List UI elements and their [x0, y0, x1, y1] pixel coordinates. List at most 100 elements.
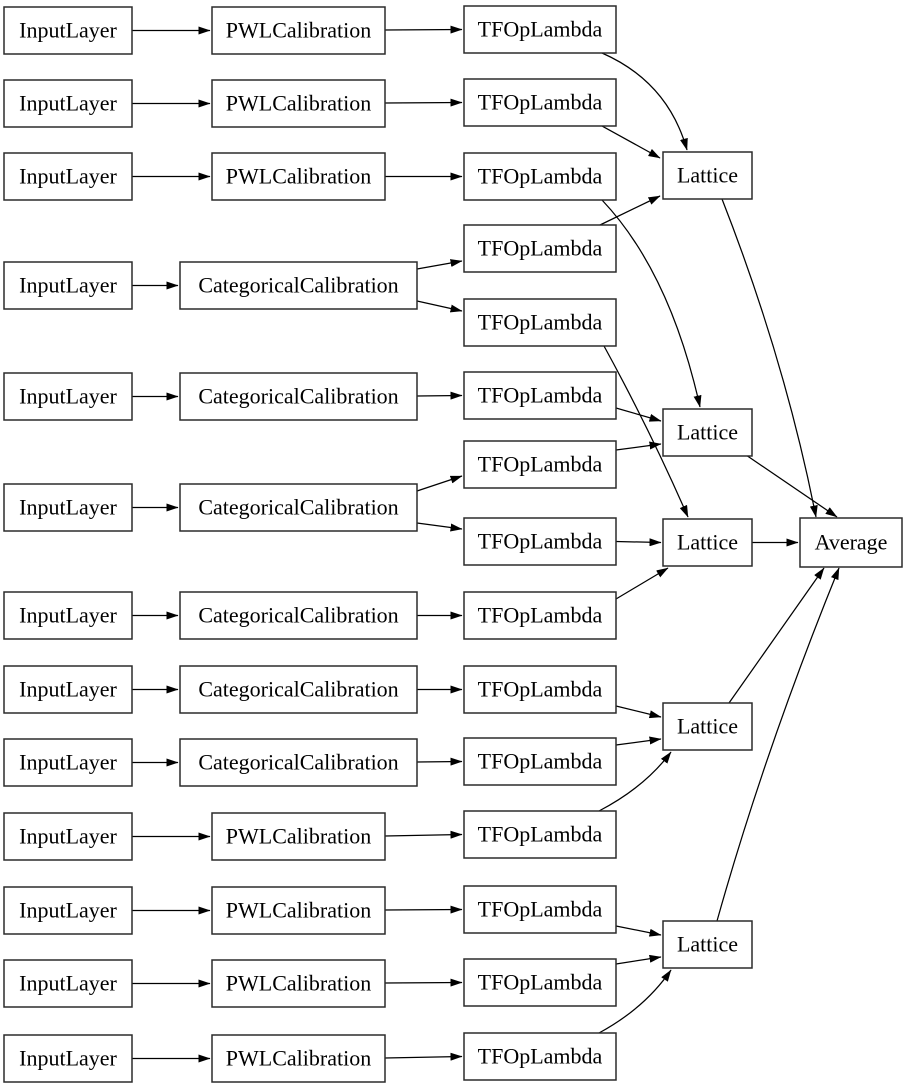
edge-tfop-14-to-lattice-5 — [615, 954, 662, 965]
node-catcal-6: CategoricalCalibration — [179, 738, 418, 787]
node-catcal-5: CategoricalCalibration — [179, 665, 418, 714]
input-8-label: InputLayer — [19, 677, 117, 702]
tfop-14-label: TFOpLambda — [478, 970, 603, 995]
tfop-1-label: TFOpLambda — [478, 17, 603, 42]
node-tfop-4: TFOpLambda — [463, 224, 617, 273]
lattice-2-label: Lattice — [677, 420, 738, 445]
input-4-box — [3, 261, 133, 310]
node-lattice-3: Lattice — [662, 518, 753, 567]
input-8-box — [3, 665, 133, 714]
edge-pwl-2-to-tfop-2 — [384, 98, 463, 107]
lattice-3-label: Lattice — [677, 530, 738, 555]
tfop-12-label: TFOpLambda — [478, 822, 603, 847]
edge-tfop-2-to-lattice-1 — [601, 125, 661, 159]
node-pwl-2: PWLCalibration — [211, 79, 386, 128]
catcal-2-box — [179, 372, 418, 421]
edge-tfop-1-to-lattice-1 — [601, 52, 688, 151]
input-2-label: InputLayer — [19, 91, 117, 116]
input-10-box — [3, 812, 133, 861]
edge-lattice-5-to-average-1 — [716, 567, 840, 922]
edge-tfop-11-to-lattice-4 — [615, 736, 662, 746]
tfop-9-box — [463, 591, 617, 640]
input-3-box — [3, 152, 133, 201]
node-catcal-2: CategoricalCalibration — [179, 372, 418, 421]
edge-lattice-4-to-average-1 — [728, 567, 825, 704]
pwl-1-box — [211, 6, 386, 55]
lattice-4-box — [662, 702, 753, 751]
pwl-5-box — [211, 886, 386, 935]
node-input-11: InputLayer — [3, 886, 133, 935]
node-pwl-6: PWLCalibration — [211, 959, 386, 1008]
tfop-15-box — [463, 1032, 617, 1081]
input-11-box — [3, 886, 133, 935]
edge-tfop-5-to-lattice-3 — [603, 345, 689, 518]
tfop-13-label: TFOpLambda — [478, 897, 603, 922]
catcal-3-label: CategoricalCalibration — [198, 495, 398, 520]
node-tfop-7: TFOpLambda — [463, 440, 617, 489]
catcal-2-label: CategoricalCalibration — [198, 384, 398, 409]
node-input-13: InputLayer — [3, 1034, 133, 1083]
node-pwl-7: PWLCalibration — [211, 1034, 386, 1083]
tfop-5-label: TFOpLambda — [478, 310, 603, 335]
input-7-box — [3, 591, 133, 640]
node-tfop-2: TFOpLambda — [463, 78, 617, 127]
node-catcal-4: CategoricalCalibration — [179, 591, 418, 640]
input-3-label: InputLayer — [19, 164, 117, 189]
catcal-6-label: CategoricalCalibration — [198, 750, 398, 775]
pwl-4-label: PWLCalibration — [226, 824, 371, 849]
catcal-6-box — [179, 738, 418, 787]
pwl-5-label: PWLCalibration — [226, 898, 371, 923]
edge-tfop-9-to-lattice-3 — [615, 567, 669, 600]
catcal-5-box — [179, 665, 418, 714]
tfop-10-label: TFOpLambda — [478, 677, 603, 702]
node-tfop-6: TFOpLambda — [463, 371, 617, 420]
tfop-13-box — [463, 885, 617, 934]
edge-catcal-2-to-tfop-6 — [416, 391, 463, 400]
node-average-1: Average — [799, 517, 903, 568]
lattice-3-box — [662, 518, 753, 567]
node-pwl-4: PWLCalibration — [211, 812, 386, 861]
node-input-12: InputLayer — [3, 959, 133, 1008]
tfop-11-label: TFOpLambda — [478, 749, 603, 774]
node-input-1: InputLayer — [3, 6, 133, 55]
edge-tfop-15-to-lattice-5 — [598, 969, 672, 1034]
node-tfop-15: TFOpLambda — [463, 1032, 617, 1081]
nodes-layer: InputLayerInputLayerInputLayerInputLayer… — [3, 5, 903, 1083]
lattice-5-label: Lattice — [677, 932, 738, 957]
edge-catcal-3-to-tfop-8 — [416, 522, 463, 532]
average-1-box — [799, 517, 903, 568]
node-lattice-5: Lattice — [662, 920, 753, 969]
lattice-4-label: Lattice — [677, 714, 738, 739]
pwl-4-box — [211, 812, 386, 861]
pwl-7-label: PWLCalibration — [226, 1046, 371, 1071]
node-pwl-3: PWLCalibration — [211, 152, 386, 201]
input-13-box — [3, 1034, 133, 1083]
tfop-7-label: TFOpLambda — [478, 452, 603, 477]
node-catcal-3: CategoricalCalibration — [179, 483, 418, 532]
input-13-label: InputLayer — [19, 1046, 117, 1071]
edge-pwl-6-to-tfop-14 — [384, 978, 463, 987]
tfop-5-box — [463, 298, 617, 347]
pwl-3-label: PWLCalibration — [226, 164, 371, 189]
pwl-6-box — [211, 959, 386, 1008]
tfop-9-label: TFOpLambda — [478, 603, 603, 628]
lattice-2-box — [662, 408, 753, 457]
pwl-2-box — [211, 79, 386, 128]
node-lattice-1: Lattice — [662, 151, 753, 200]
node-input-8: InputLayer — [3, 665, 133, 714]
node-tfop-1: TFOpLambda — [463, 5, 617, 54]
tfop-1-box — [463, 5, 617, 54]
edge-catcal-1-to-tfop-4 — [416, 259, 463, 270]
node-tfop-10: TFOpLambda — [463, 665, 617, 714]
tfop-6-box — [463, 371, 617, 420]
input-9-label: InputLayer — [19, 750, 117, 775]
node-input-4: InputLayer — [3, 261, 133, 310]
input-10-label: InputLayer — [19, 824, 117, 849]
edge-catcal-3-to-tfop-7 — [416, 475, 463, 492]
input-1-box — [3, 6, 133, 55]
input-12-box — [3, 959, 133, 1008]
tfop-4-label: TFOpLambda — [478, 236, 603, 261]
catcal-1-box — [179, 261, 418, 310]
node-tfop-8: TFOpLambda — [463, 517, 617, 566]
